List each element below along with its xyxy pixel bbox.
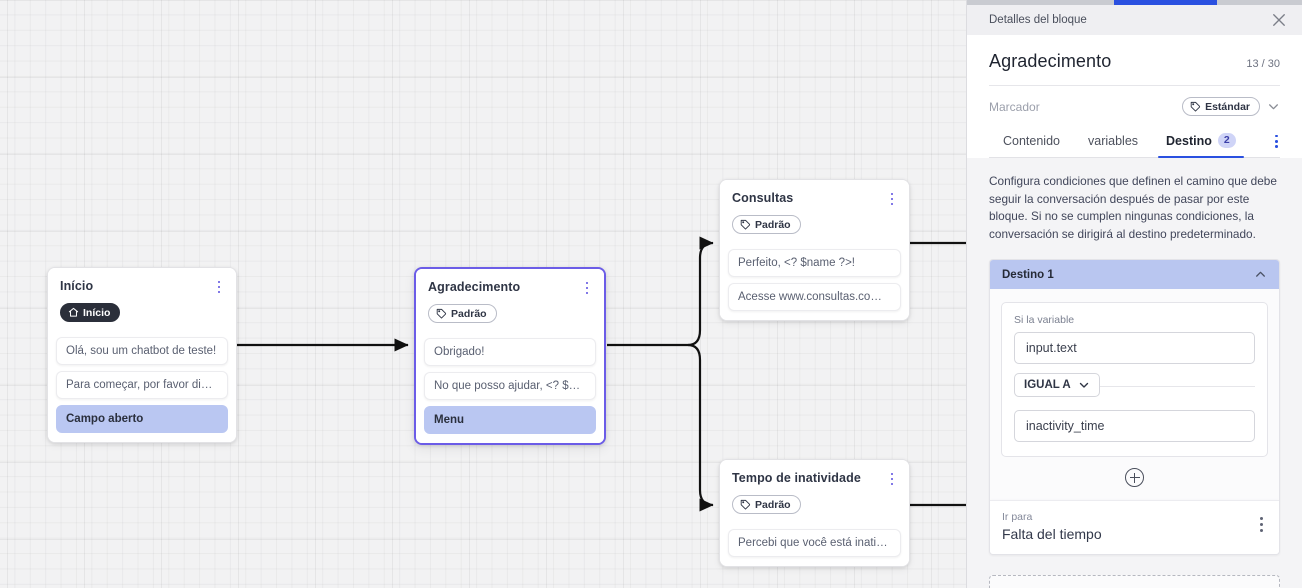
compare-value-field[interactable]: inactivity_time xyxy=(1014,410,1255,443)
marker-control[interactable]: Estándar xyxy=(1182,97,1280,116)
block-title-row: Agradecimento 13 / 30 xyxy=(989,35,1280,86)
close-icon[interactable] xyxy=(1270,11,1288,29)
goto-text-wrap: Ir para Falta del tiempo xyxy=(1002,511,1102,542)
goto-section[interactable]: Ir para Falta del tiempo xyxy=(990,500,1279,555)
edge-split-consultas xyxy=(687,236,714,347)
panel-overflow-menu-button[interactable] xyxy=(1265,128,1280,157)
panel-content: Configura condiciones que definen el cam… xyxy=(967,158,1302,588)
flow-canvas[interactable]: Início Início Olá, sou um chatbot de tes… xyxy=(0,0,966,588)
marker-row: Marcador Estándar xyxy=(989,86,1280,126)
node-tag[interactable]: Padrão xyxy=(428,304,497,323)
node-message[interactable]: Perfeito, <? $name ?>! xyxy=(728,249,901,277)
node-tag-label: Início xyxy=(83,306,111,319)
add-destination-button[interactable]: Agregar destino xyxy=(989,575,1280,588)
node-tag-row: Início xyxy=(60,303,224,323)
panel-header: Detalles del bloque xyxy=(967,5,1302,35)
node-tag-label: Padrão xyxy=(451,307,487,320)
node-tag-row: Padrão xyxy=(732,495,897,515)
condition-box: Si la variable input.text IGUAL A inacti… xyxy=(1001,302,1268,458)
tag-icon xyxy=(436,308,447,319)
node-header: Agradecimento Padrão xyxy=(416,269,604,332)
node-menu-button[interactable] xyxy=(885,471,899,487)
tab-destino[interactable]: Destino 2 xyxy=(1152,126,1250,158)
tag-icon xyxy=(740,219,751,230)
node-menu-button[interactable] xyxy=(885,191,899,207)
node-tag[interactable]: Início xyxy=(60,303,121,322)
node-message[interactable]: Obrigado! xyxy=(424,338,596,366)
node-messages: Obrigado! No que posso ajudar, <? $name … xyxy=(416,338,604,443)
node-header: Tempo de inatividade Padrão xyxy=(720,460,909,523)
variable-field[interactable]: input.text xyxy=(1014,332,1255,365)
panel-scrollbar[interactable] xyxy=(967,0,1302,5)
operator-divider xyxy=(1014,386,1255,388)
tab-variables[interactable]: variables xyxy=(1074,127,1152,157)
tab-contenido[interactable]: Contenido xyxy=(989,127,1074,157)
panel-scrollbar-thumb[interactable] xyxy=(1114,0,1217,5)
node-title: Início xyxy=(60,279,94,293)
node-header: Início Início xyxy=(48,268,236,331)
edge-split-inatividade xyxy=(687,343,714,512)
flow-node-inicio[interactable]: Início Início Olá, sou um chatbot de tes… xyxy=(47,267,237,443)
node-messages: Percebi que você está inativo. C... xyxy=(720,529,909,566)
marker-badge[interactable]: Estándar xyxy=(1182,97,1260,116)
marker-badge-label: Estándar xyxy=(1205,100,1250,113)
chevron-up-icon[interactable] xyxy=(1254,268,1267,281)
node-tag-label: Padrão xyxy=(755,218,791,231)
chevron-down-icon[interactable] xyxy=(1267,100,1280,113)
operator-select[interactable]: IGUAL A xyxy=(1014,373,1100,398)
destination-header[interactable]: Destino 1 xyxy=(990,260,1279,290)
panel-tabs: Contenido variables Destino 2 xyxy=(989,126,1280,158)
node-title: Consultas xyxy=(732,191,794,205)
node-message[interactable]: Acesse www.consultas.com par... xyxy=(728,283,901,311)
node-header: Consultas Padrão xyxy=(720,180,909,243)
panel-header-title: Detalles del bloque xyxy=(989,14,1087,26)
destination-description: Configura condiciones que definen el cam… xyxy=(989,174,1277,241)
home-icon xyxy=(68,307,79,317)
node-message[interactable]: Campo aberto xyxy=(56,405,228,433)
plus-icon[interactable] xyxy=(1125,468,1144,488)
node-message[interactable]: No que posso ajudar, <? $name ... xyxy=(424,372,596,400)
tab-badge-count: 2 xyxy=(1217,133,1236,148)
node-tag[interactable]: Padrão xyxy=(732,215,801,234)
flow-node-inatividade[interactable]: Tempo de inatividade Padrão Percebi que … xyxy=(719,459,910,567)
marker-label: Marcador xyxy=(989,99,1040,114)
tag-icon xyxy=(1190,101,1201,112)
tab-label: variables xyxy=(1088,134,1139,148)
char-counter: 13 / 30 xyxy=(1246,58,1280,70)
block-details-panel: Detalles del bloque Agradecimento 13 / 3… xyxy=(966,0,1302,588)
node-title: Tempo de inatividade xyxy=(732,471,861,485)
tab-label: Contenido xyxy=(1003,134,1060,148)
condition-label: Si la variable xyxy=(1014,314,1075,327)
node-messages: Perfeito, <? $name ?>! Acesse www.consul… xyxy=(720,249,909,320)
node-message[interactable]: Olá, sou um chatbot de teste! xyxy=(56,337,228,365)
node-tag[interactable]: Padrão xyxy=(732,495,801,514)
operator-label: IGUAL A xyxy=(1024,379,1071,392)
flow-node-agradecimento[interactable]: Agradecimento Padrão Obrigado! No que po… xyxy=(414,267,606,445)
node-tag-row: Padrão xyxy=(732,215,897,235)
node-menu-button[interactable] xyxy=(212,279,226,295)
node-menu-button[interactable] xyxy=(580,280,594,296)
node-tag-label: Padrão xyxy=(755,498,791,511)
goto-value: Falta del tiempo xyxy=(1002,526,1102,543)
node-messages: Olá, sou um chatbot de teste! Para começ… xyxy=(48,337,236,442)
page-title: Agradecimento xyxy=(989,51,1112,71)
node-tag-row: Padrão xyxy=(428,304,592,324)
destination-card: Destino 1 Si la variable input.text IGUA… xyxy=(989,259,1280,556)
panel-top-section: Agradecimento 13 / 30 Marcador Estándar … xyxy=(967,35,1302,158)
flow-node-consultas[interactable]: Consultas Padrão Perfeito, <? $name ?>! … xyxy=(719,179,910,321)
node-title: Agradecimento xyxy=(428,280,521,294)
node-message[interactable]: Menu xyxy=(424,406,596,434)
destination-header-label: Destino 1 xyxy=(1002,268,1054,281)
goto-label: Ir para xyxy=(1002,511,1033,524)
node-message[interactable]: Para começar, por favor digite o ... xyxy=(56,371,228,399)
tag-icon xyxy=(740,499,751,510)
chevron-down-icon xyxy=(1079,383,1088,389)
goto-menu-button[interactable] xyxy=(1256,511,1267,538)
add-condition-row xyxy=(990,457,1279,500)
tab-label: Destino xyxy=(1166,133,1212,148)
node-message[interactable]: Percebi que você está inativo. C... xyxy=(728,529,901,557)
operator-row: IGUAL A xyxy=(1014,373,1255,400)
